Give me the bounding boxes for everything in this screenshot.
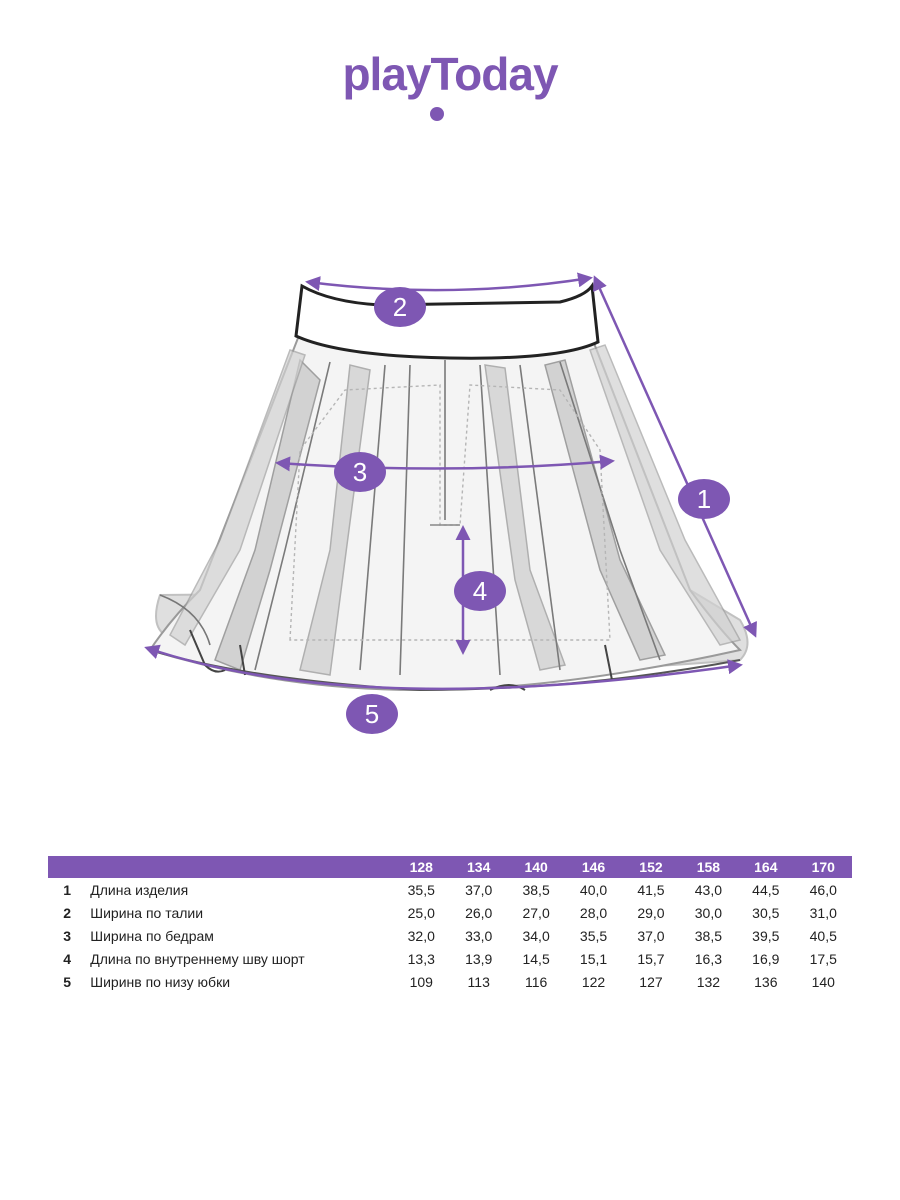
table-cell: 37,0 [465,881,493,898]
inner-shorts [289,384,611,641]
table-cell: 27,0 [522,904,550,921]
size-header-row: 128 134 140 146 152 158 164 170 [48,856,852,878]
svg-text:1: 1 [697,484,711,514]
brand-logo-dot [430,107,444,121]
row-number: 2 [63,904,72,921]
svg-text:3: 3 [353,457,367,487]
table-cell: 29,0 [637,904,665,921]
row-label: Ширина по талии [90,904,204,921]
table-cell: 38,5 [522,881,550,898]
arrow-hips [275,454,615,472]
table-cell: 40,0 [579,881,608,898]
row-number: 4 [63,950,72,967]
table-cell: 26,0 [465,904,493,921]
table-cell: 39,5 [752,927,780,944]
table-row: 2 Ширина по талии 25,0 26,0 27,0 28,0 29… [48,901,852,924]
row-number: 5 [63,973,72,990]
size-header: 134 [467,859,491,875]
row-label: Длина изделия [90,881,189,898]
table-row: 1 Длина изделия 35,5 37,0 38,5 40,0 41,5… [48,878,852,901]
size-header: 158 [696,859,721,875]
skirt-waistband [294,281,600,360]
table-cell: 13,3 [407,950,435,967]
table-cell: 46,0 [809,881,837,898]
callout-3: 3 [334,452,386,492]
arrow-hem [144,644,743,691]
table-cell: 28,0 [579,904,608,921]
table-cell: 31,0 [809,904,837,921]
callout-5: 5 [346,694,398,734]
table-cell: 34,0 [522,927,550,944]
table-cell: 30,0 [694,904,722,921]
callout-4: 4 [454,571,506,611]
size-header: 170 [811,859,835,875]
size-header: 152 [639,859,663,875]
table-cell: 40,5 [809,927,837,944]
callout-1: 1 [678,479,730,519]
table-cell: 38,5 [694,927,722,944]
size-table: 128 134 140 146 152 158 164 170 1 Длина … [48,856,852,993]
table-cell: 140 [811,973,835,990]
svg-text:4: 4 [473,576,487,606]
table-cell: 14,5 [522,950,550,967]
table-cell: 35,5 [579,927,608,944]
table-cell: 16,3 [694,950,722,967]
table-cell: 127 [639,973,663,990]
table-cell: 109 [409,973,433,990]
table-cell: 35,5 [407,881,435,898]
row-label: Длина по внутреннему шву шорт [90,950,305,967]
size-header: 146 [581,859,606,875]
table-cell: 136 [754,973,778,990]
callout-2: 2 [374,287,426,327]
size-header: 164 [754,859,778,875]
arrow-waist [305,272,593,292]
table-cell: 25,0 [407,904,435,921]
svg-text:2: 2 [393,292,407,322]
table-row: 4 Длина по внутреннему шву шорт 13,3 13,… [48,947,852,970]
table-cell: 113 [467,973,490,990]
svg-text:5: 5 [365,699,379,729]
row-number: 1 [63,881,72,898]
row-label: Ширина по бедрам [90,927,214,944]
table-cell: 30,5 [752,904,780,921]
skirt-drawing: 1 2 3 4 5 [0,250,900,750]
arrow-length [593,275,757,638]
table-row: 3 Ширина по бедрам 32,0 33,0 34,0 35,5 3… [48,924,852,947]
size-header: 140 [524,859,548,875]
table-cell: 43,0 [694,881,722,898]
table-cell: 13,9 [465,950,493,967]
table-cell: 17,5 [809,950,837,967]
row-number: 3 [63,927,72,944]
table-cell: 15,1 [579,950,608,967]
table-cell: 15,7 [637,950,665,967]
table-cell: 44,5 [752,881,780,898]
table-row: 5 Ширинв по низу юбки 109 113 116 122 12… [48,970,852,993]
row-label: Ширинв по низу юбки [90,973,231,990]
table-cell: 32,0 [407,927,435,944]
table-cell: 37,0 [637,927,665,944]
table-cell: 132 [696,973,721,990]
size-header: 128 [409,859,433,875]
table-cell: 116 [524,973,548,990]
table-cell: 122 [581,973,606,990]
table-cell: 33,0 [465,927,493,944]
table-cell: 16,9 [752,950,780,967]
brand-logo: playToday [0,48,900,128]
measurement-arrows [144,272,757,691]
table-cell: 41,5 [637,881,665,898]
brand-logo-text: playToday [342,48,559,100]
